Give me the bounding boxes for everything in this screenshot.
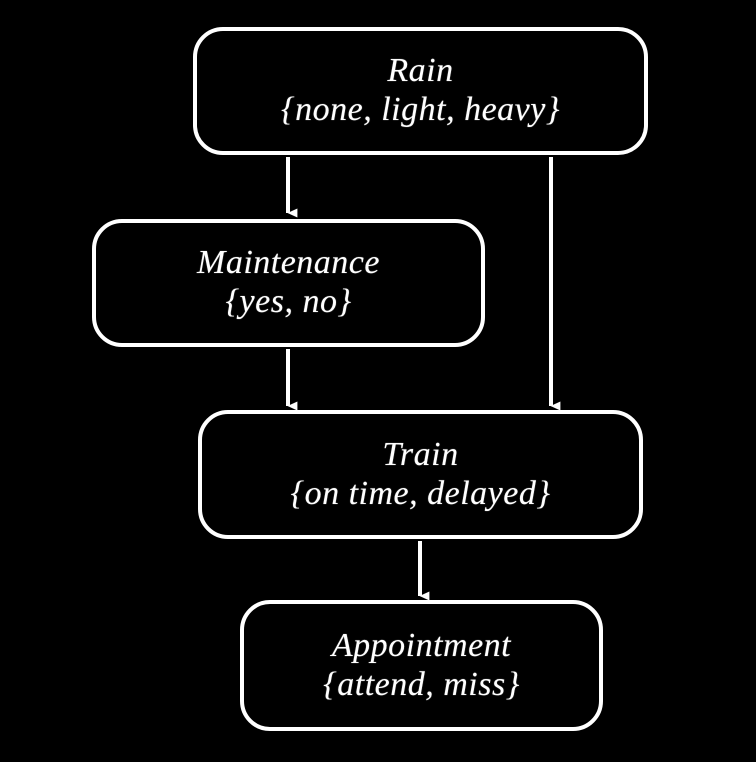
node-rain-label: Rain <box>387 52 454 90</box>
node-rain[interactable]: Rain {none, light, heavy} <box>193 27 648 155</box>
node-appointment-label: Appointment <box>331 626 512 664</box>
node-train[interactable]: Train {on time, delayed} <box>198 410 643 539</box>
node-rain-states: {none, light, heavy} <box>281 91 560 128</box>
node-train-states: {on time, delayed} <box>290 474 551 512</box>
node-appointment-states: {attend, miss} <box>323 665 520 703</box>
node-train-label: Train <box>382 435 459 473</box>
node-appointment[interactable]: Appointment {attend, miss} <box>240 600 603 731</box>
node-maintenance-label: Maintenance <box>197 244 380 282</box>
node-maintenance[interactable]: Maintenance {yes, no} <box>92 219 485 347</box>
node-maintenance-states: {yes, no} <box>225 283 352 320</box>
